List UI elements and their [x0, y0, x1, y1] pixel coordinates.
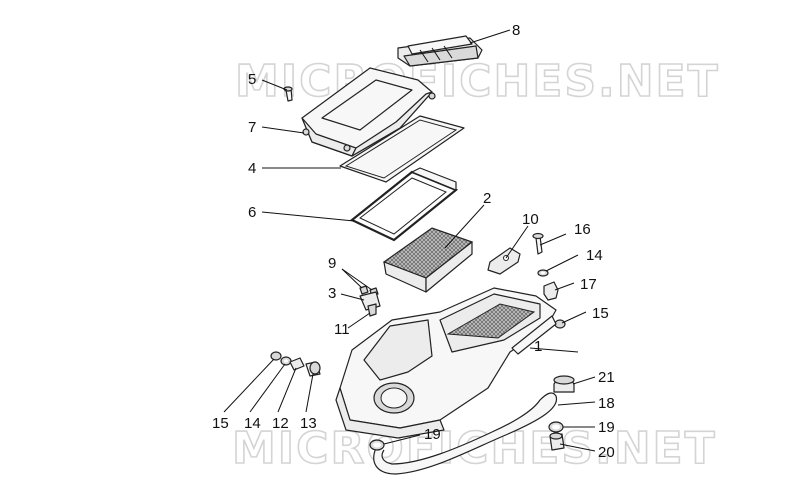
callout-2: 2	[483, 190, 491, 207]
part-7-airbox-cover	[301, 67, 436, 157]
part-21-cap	[553, 375, 575, 393]
callout-7: 7	[248, 119, 256, 136]
part-14-washer-right	[537, 269, 549, 277]
callout-10: 10	[522, 211, 539, 228]
part-1-airbox-housing	[335, 287, 557, 439]
part-10-clamp	[487, 247, 521, 275]
callout-14-right: 14	[586, 247, 603, 264]
callout-15-right: 15	[592, 305, 609, 322]
callout-11: 11	[334, 321, 350, 338]
part-6-filter-frame	[349, 167, 459, 242]
part-11-plug	[367, 303, 377, 317]
part-14-washer-left	[280, 356, 292, 366]
callout-labels: 1 2 3 4 5 6 7 8 9 10 11 12 13 14 14 15 1…	[212, 22, 615, 461]
callout-20: 20	[598, 444, 615, 461]
callout-21: 21	[598, 369, 615, 386]
callout-1: 1	[534, 338, 542, 355]
part-16-bolt	[532, 232, 544, 255]
callout-19-right: 19	[598, 419, 615, 436]
callout-5: 5	[248, 71, 256, 88]
part-20-fitting	[549, 432, 565, 451]
callout-17: 17	[580, 276, 597, 293]
part-15-nut-left	[270, 351, 282, 361]
part-13-spacer	[305, 361, 321, 377]
callout-19-left: 19	[424, 426, 441, 443]
part-4-gasket	[339, 115, 465, 183]
callout-14-left: 14	[244, 415, 261, 432]
part-8-intake-duct	[397, 35, 483, 67]
callout-18: 18	[598, 395, 615, 412]
part-19-clamp-left	[369, 439, 385, 451]
part-18-drain-hose	[373, 392, 558, 475]
callout-4: 4	[248, 160, 256, 177]
callout-8: 8	[512, 22, 520, 39]
callout-12: 12	[272, 415, 289, 432]
callout-13: 13	[300, 415, 317, 432]
callout-3: 3	[328, 285, 336, 302]
part-2-air-filter	[382, 227, 474, 293]
callout-16: 16	[574, 221, 591, 238]
part-19-clamp-right	[548, 421, 564, 433]
watermark-top: MICROFICHES.NET	[235, 56, 720, 107]
part-17-sensor	[543, 281, 559, 301]
callout-9: 9	[328, 255, 336, 272]
leader-lines	[223, 29, 596, 452]
callout-6: 6	[248, 204, 256, 221]
callout-15-left: 15	[212, 415, 229, 432]
part-12-stud	[289, 357, 305, 371]
